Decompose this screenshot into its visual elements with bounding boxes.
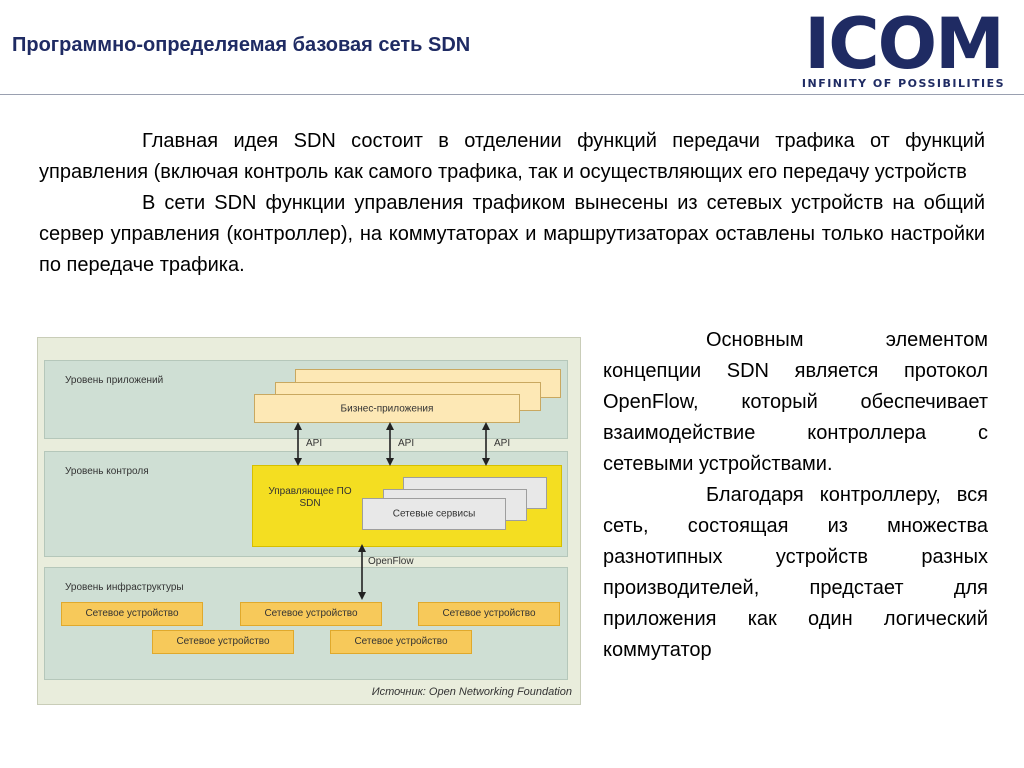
header-divider bbox=[0, 94, 1024, 95]
network-services-card: Сетевые сервисы bbox=[362, 498, 506, 530]
network-device: Сетевое устройство bbox=[61, 602, 203, 626]
sdn-architecture-diagram: Уровень приложений Бизнес-приложения Уро… bbox=[37, 337, 581, 705]
connector-arrows bbox=[294, 422, 490, 600]
network-services-label: Сетевые сервисы bbox=[392, 508, 476, 520]
source-caption: Источник: Open Networking Foundation bbox=[371, 686, 572, 698]
icom-logo: ICOM INFINITY OF POSSIBILITIES bbox=[796, 3, 1011, 90]
infrastructure-layer-label: Уровень инфраструктуры bbox=[65, 582, 184, 593]
side-paragraph: Благодаря контроллеру, вся сеть, состоящ… bbox=[603, 484, 988, 661]
logo-wordmark: ICOM bbox=[804, 3, 1005, 85]
logo-tagline: INFINITY OF POSSIBILITIES bbox=[801, 77, 1006, 90]
api-label: API bbox=[398, 438, 415, 449]
side-text: Основным элементом концепции SDN являетс… bbox=[603, 325, 988, 666]
side-paragraph: Основным элементом концепции SDN являетс… bbox=[603, 329, 988, 475]
network-device: Сетевое устройство bbox=[152, 630, 294, 654]
network-device: Сетевое устройство bbox=[418, 602, 560, 626]
intro-text: Главная идея SDN состоит в отделении фун… bbox=[39, 126, 985, 281]
network-device: Сетевое устройство bbox=[330, 630, 472, 654]
network-device: Сетевое устройство bbox=[240, 602, 382, 626]
application-layer-label: Уровень приложений bbox=[65, 375, 164, 386]
sdn-controller-label: Управляющее ПО SDN bbox=[268, 486, 352, 509]
business-apps-label: Бизнес-приложения bbox=[340, 403, 434, 414]
intro-paragraph: В сети SDN функции управления трафиком в… bbox=[39, 192, 985, 276]
openflow-label: OpenFlow bbox=[368, 556, 414, 567]
slide-title: Программно-определяемая базовая сеть SDN bbox=[12, 34, 471, 56]
control-layer-label: Уровень контроля bbox=[65, 466, 149, 477]
api-label: API bbox=[306, 438, 323, 449]
intro-paragraph: Главная идея SDN состоит в отделении фун… bbox=[39, 130, 985, 183]
business-apps-card: Бизнес-приложения bbox=[254, 394, 520, 423]
api-label: API bbox=[494, 438, 511, 449]
